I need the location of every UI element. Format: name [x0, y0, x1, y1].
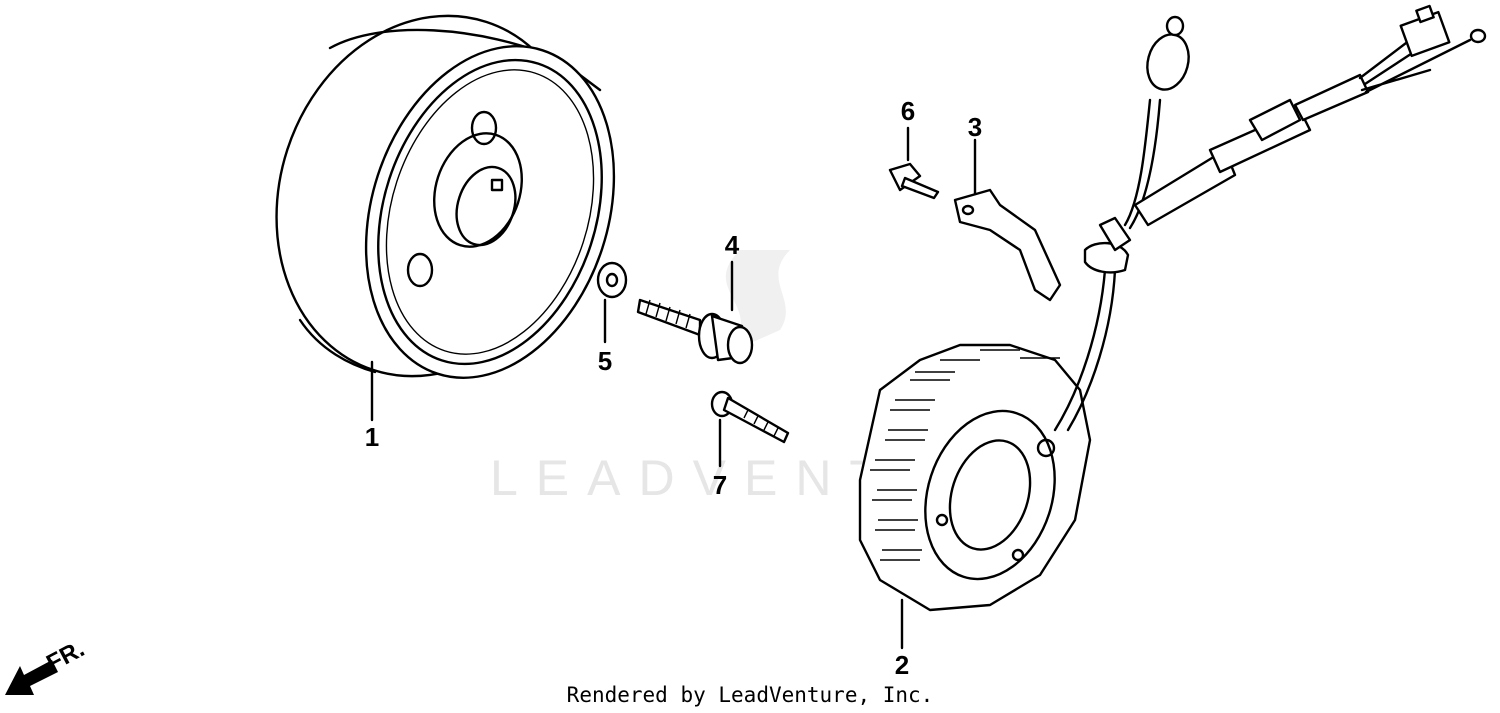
- callout-4: 4: [725, 230, 740, 260]
- callout-5: 5: [598, 346, 612, 376]
- callout-1: 1: [365, 422, 379, 452]
- bracket-bolt-part[interactable]: [888, 126, 940, 200]
- stator-part[interactable]: [858, 4, 1487, 650]
- flange-bolt-part[interactable]: [636, 260, 754, 365]
- stator-bolt-part[interactable]: [710, 390, 790, 468]
- callout-3: 3: [968, 112, 982, 142]
- callout-6: 6: [901, 96, 915, 126]
- washer-part[interactable]: [596, 261, 628, 344]
- bracket-part[interactable]: [953, 138, 1062, 302]
- callout-7: 7: [713, 470, 727, 500]
- flywheel-part[interactable]: [231, 0, 655, 422]
- front-arrow-icon: [5, 660, 58, 695]
- callout-2: 2: [895, 650, 909, 680]
- render-credit: Rendered by LeadVenture, Inc.: [566, 683, 934, 707]
